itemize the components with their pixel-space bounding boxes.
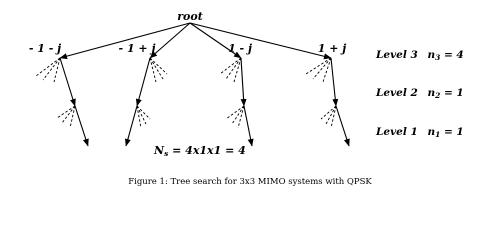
figure-caption: Figure 1: Tree search for 3x3 MIMO syste…: [128, 177, 372, 187]
subtree-2: [124, 57, 168, 147]
branch-label-2: - 1 + j: [119, 42, 156, 55]
branch-label-1: - 1 - j: [29, 42, 61, 55]
edge-subtree-4-level-2: [330, 57, 339, 107]
edge-subtree-2-level-1: [124, 105, 138, 147]
subtree-1: [35, 57, 89, 147]
branch-label-4: 1 + j: [318, 42, 347, 55]
level-2-label: Level 2 n2 = 1: [375, 87, 464, 100]
subtree-4: [305, 57, 350, 147]
level-3-label: Level 3 n3 = 4: [375, 49, 464, 62]
edge-root-to-branch-3: [189, 22, 242, 59]
root-edges: [59, 22, 332, 60]
edge-subtree-2-level-2: [135, 57, 151, 107]
node-count-label: Ns = 4x1x1 = 4: [153, 144, 246, 158]
edge-subtree-4-level-1: [335, 105, 350, 147]
branch-label-3: 1 - j: [228, 42, 252, 55]
edge-subtree-3-level-1: [243, 105, 254, 147]
edge-root-to-branch-1: [59, 22, 191, 60]
level-1-label: Level 1 n1 = 1: [375, 126, 464, 139]
edge-root-to-branch-4: [189, 22, 332, 60]
edge-subtree-1-level-2: [59, 57, 76, 107]
root-label: root: [177, 10, 203, 23]
edge-subtree-1-level-1: [74, 105, 89, 147]
tree-search-figure: root - 1 - j - 1 + j 1 - j 1 + j: [29, 10, 464, 187]
edge-subtree-3-level-2: [240, 57, 247, 107]
subtree-3: [219, 57, 254, 147]
edge-root-to-branch-2: [149, 22, 191, 59]
